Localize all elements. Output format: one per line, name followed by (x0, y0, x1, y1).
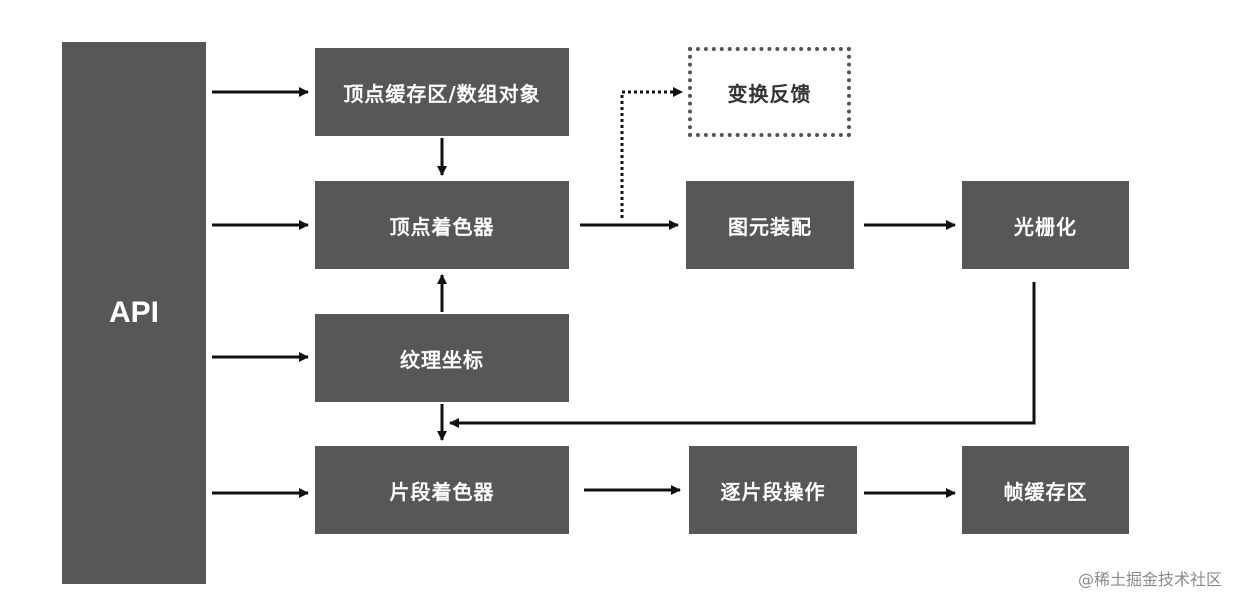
node-per-fragment-ops: 逐片段操作 (689, 446, 857, 534)
node-vertex-shader: 顶点着色器 (315, 181, 569, 269)
arrow-vertex-to-feedback (620, 87, 683, 218)
api-block: API (62, 42, 206, 584)
watermark: @稀土掘金技术社区 (1077, 570, 1222, 589)
node-primitive-assembly: 图元装配 (686, 181, 854, 269)
node-vertex-buffer: 顶点缓存区/数组对象 (315, 48, 569, 136)
arrow-raster-to-fragment (449, 282, 1036, 428)
node-framebuffer: 帧缓存区 (962, 446, 1129, 534)
node-transform-feedback: 变换反馈 (688, 47, 851, 137)
node-rasterization: 光栅化 (962, 181, 1129, 269)
node-fragment-shader: 片段着色器 (315, 446, 569, 534)
node-texture-coords: 纹理坐标 (315, 314, 569, 402)
